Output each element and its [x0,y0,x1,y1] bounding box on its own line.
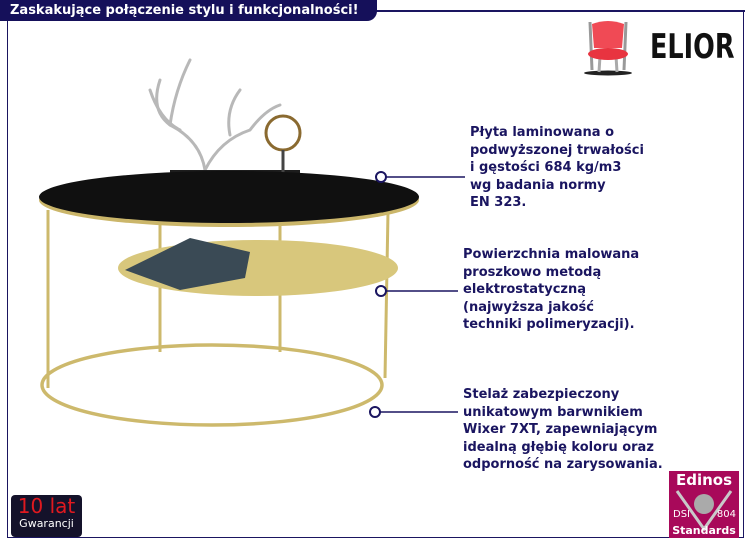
certificate-name: Edinos [675,471,733,489]
decor-sunburst [264,114,302,152]
table-base-ring [40,343,384,427]
brand-logo: ELIOR [580,18,750,76]
brand-name: ELIOR [650,27,735,67]
decor-magazine [125,238,250,290]
edinos-certificate: Edinos DSI 804 Standards [669,471,739,538]
certificate-standards: Standards [672,524,736,537]
warranty-years: 10 lat [17,494,76,518]
headline-banner: Zaskakujące połączenie stylu i funkcjona… [0,0,377,21]
warranty-label: Gwarancji [19,517,74,530]
feature-shelf: Powierzchnia malowana proszkowo metodą e… [463,247,640,332]
chair-icon [584,21,632,76]
feature-tabletop: Płyta laminowana o podwyższonej trwałośc… [470,125,644,210]
coffee-table-image [39,58,419,427]
decor-branches [148,58,282,172]
certificate-dsi: DSI [673,509,690,520]
frame-border [7,10,744,538]
frame-top-line [370,10,745,12]
certificate-number: 804 [716,509,736,520]
warranty-badge: 10 lat Gwarancji [11,495,82,537]
certificate-v-icon [675,490,733,532]
feature-frame: Stelaż zabezpieczony unikatowym barwniki… [463,387,663,472]
table-top [39,171,419,223]
